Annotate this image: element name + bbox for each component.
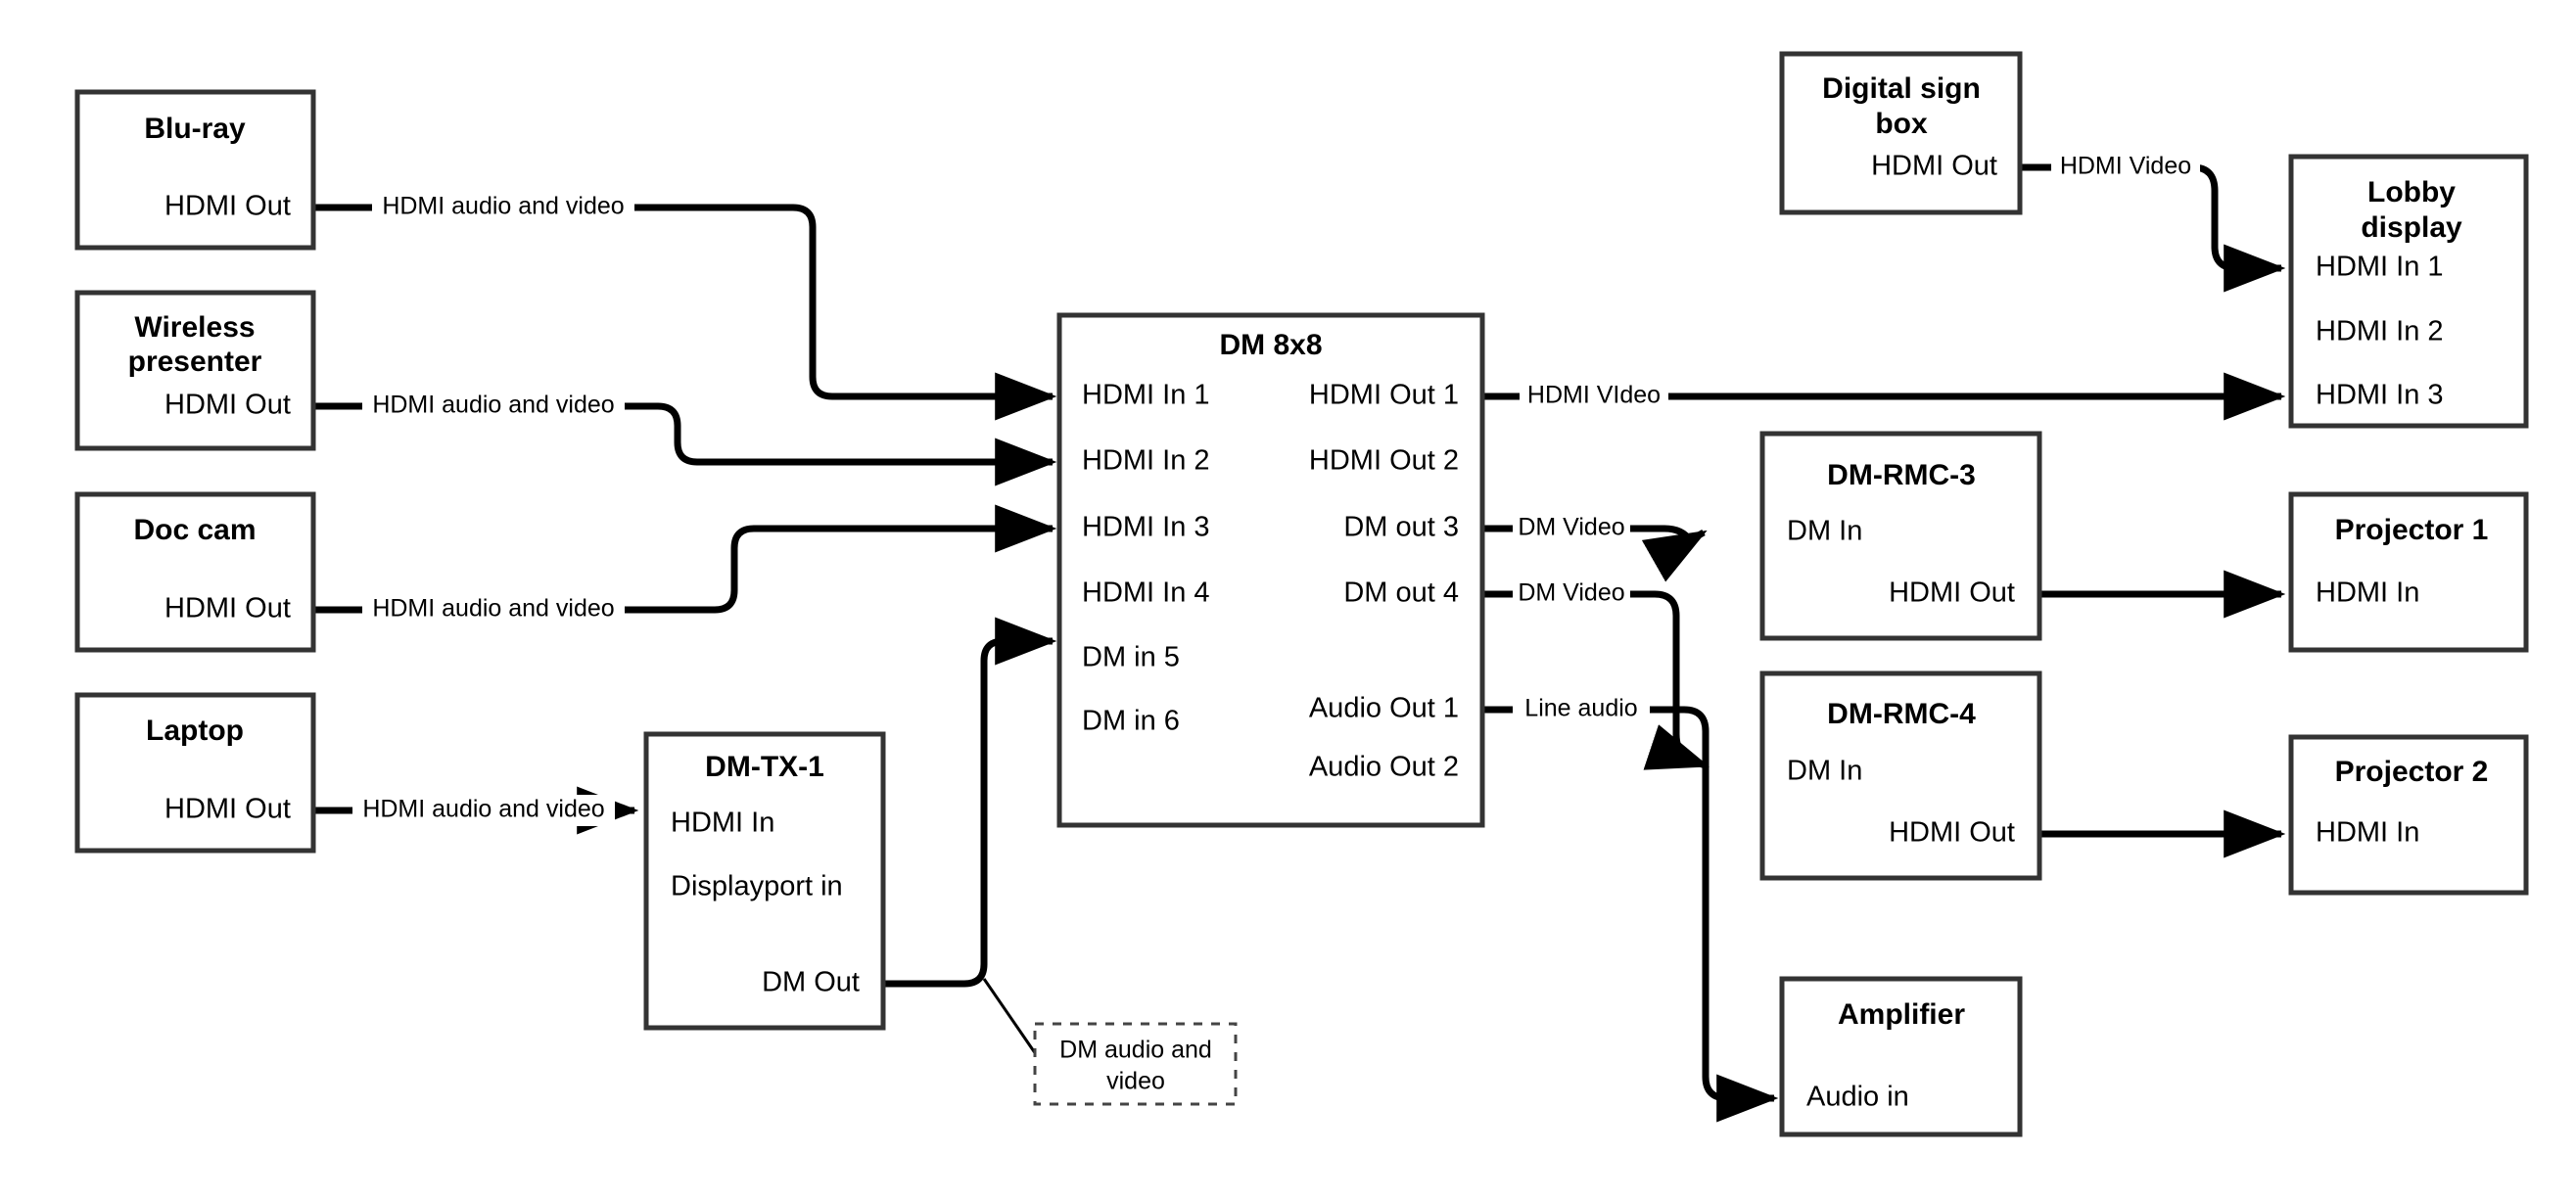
projector-2-title: Projector 2 xyxy=(2335,756,2489,788)
edge-bluray-to-dm8x8: HDMI audio and video xyxy=(313,192,1057,421)
node-lobby-display[interactable]: Lobby display HDMI In 1 HDMI In 2 HDMI I… xyxy=(2288,154,2529,429)
node-dm-8x8[interactable]: DM 8x8 HDMI In 1 HDMI In 2 HDMI In 3 HDM… xyxy=(1056,312,1485,828)
bluray-box[interactable] xyxy=(74,89,316,251)
dm-tx-1-title: DM-TX-1 xyxy=(705,751,824,783)
edge-label-dm-out4: DM Video xyxy=(1518,579,1624,607)
projector-1-box[interactable] xyxy=(2288,491,2529,653)
callout-box xyxy=(1033,1022,1238,1106)
amplifier-port-audio-in: Audio in xyxy=(1806,1082,1909,1113)
dm-rmc-3-box[interactable] xyxy=(1759,431,2042,641)
digital-sign-title-line1: Digital sign xyxy=(1822,72,1981,105)
lobby-display-port-hdmi-in-1: HDMI In 1 xyxy=(2316,252,2444,283)
dm-8x8-output-audio-out-1: Audio Out 1 xyxy=(1309,693,1459,724)
dm-8x8-box[interactable] xyxy=(1056,312,1485,828)
node-amplifier[interactable]: Amplifier Audio in xyxy=(1779,976,2023,1137)
callout-line1: DM audio and xyxy=(1059,1037,1212,1064)
wireless-presenter-box[interactable] xyxy=(74,290,316,451)
edge-label-dm-hdmiout1: HDMI VIdeo xyxy=(1527,382,1661,409)
projector-2-port-hdmi-in: HDMI In xyxy=(2316,817,2419,849)
dm-8x8-title: DM 8x8 xyxy=(1219,329,1322,361)
edge-label-laptop: HDMI audio and video xyxy=(362,796,604,823)
dm-8x8-output-hdmi-out-1: HDMI Out 1 xyxy=(1309,380,1459,411)
node-doc-cam[interactable]: Doc cam HDMI Out xyxy=(74,491,316,653)
edge-label-bluray: HDMI audio and video xyxy=(382,193,624,220)
node-wireless-presenter[interactable]: Wireless presenter HDMI Out xyxy=(74,290,316,451)
callout-line2: video xyxy=(1106,1068,1165,1095)
edge-dm8x8-audioout1-to-amplifier: Line audio xyxy=(1482,694,1779,1123)
dm-8x8-output-audio-out-2: Audio Out 2 xyxy=(1309,752,1459,783)
callout-dm-audio-and-video: DM audio and video xyxy=(1033,1022,1238,1106)
dm-tx-1-port-displayport-in: Displayport in xyxy=(671,871,843,902)
amplifier-title: Amplifier xyxy=(1838,998,1965,1031)
dm-rmc-4-port-dm-in: DM In xyxy=(1787,756,1862,787)
edge-dm8x8-dmout4-to-rmc4: DM Video xyxy=(1482,578,1710,770)
dm-tx-1-port-hdmi-in: HDMI In xyxy=(671,808,774,839)
lobby-display-port-hdmi-in-3: HDMI In 3 xyxy=(2316,380,2444,411)
digital-sign-port-hdmi-out: HDMI Out xyxy=(1871,151,1997,182)
dm-tx-1-box[interactable] xyxy=(643,731,886,1031)
edge-doccam-to-dm8x8: HDMI audio and video xyxy=(313,504,1057,625)
edge-label-doccam: HDMI audio and video xyxy=(372,595,614,623)
amplifier-box[interactable] xyxy=(1779,976,2023,1137)
wireless-presenter-title-line2: presenter xyxy=(128,346,262,378)
node-projector-1[interactable]: Projector 1 HDMI In xyxy=(2288,491,2529,653)
edge-label-wireless: HDMI audio and video xyxy=(372,392,614,419)
node-laptop[interactable]: Laptop HDMI Out xyxy=(74,692,316,854)
edge-dm8x8-hdmiout1-to-lobby: HDMI VIdeo xyxy=(1482,372,2286,421)
bluray-port-hdmi-out: HDMI Out xyxy=(164,191,291,222)
bluray-title: Blu-ray xyxy=(144,113,246,145)
edge-dm8x8-dmout3-to-rmc3: DM Video xyxy=(1482,513,1708,582)
dm-8x8-input-dm-in-5: DM in 5 xyxy=(1082,642,1180,673)
dm-8x8-output-dm-out-3: DM out 3 xyxy=(1343,512,1459,543)
edge-sign-to-lobby: HDMI Video xyxy=(2020,152,2286,293)
laptop-title: Laptop xyxy=(146,715,244,747)
dm-8x8-output-dm-out-4: DM out 4 xyxy=(1343,577,1459,609)
dm-rmc-4-port-hdmi-out: HDMI Out xyxy=(1889,817,2015,849)
node-dm-tx-1[interactable]: DM-TX-1 HDMI In Displayport in DM Out xyxy=(643,731,886,1031)
dm-8x8-input-hdmi-in-4: HDMI In 4 xyxy=(1082,577,1210,609)
doc-cam-port-hdmi-out: HDMI Out xyxy=(164,593,291,624)
node-dm-rmc-4[interactable]: DM-RMC-4 DM In HDMI Out xyxy=(1759,670,2042,881)
dm-tx-1-port-dm-out: DM Out xyxy=(762,967,860,998)
edge-dmtx1-to-dm8x8 xyxy=(883,617,1057,988)
dm-rmc-3-port-hdmi-out: HDMI Out xyxy=(1889,577,2015,609)
lobby-display-port-hdmi-in-2: HDMI In 2 xyxy=(2316,316,2444,347)
node-bluray[interactable]: Blu-ray HDMI Out xyxy=(74,89,316,251)
node-digital-sign-box[interactable]: Digital sign box HDMI Out xyxy=(1779,51,2023,215)
digital-sign-box[interactable] xyxy=(1779,51,2023,215)
wireless-presenter-port-hdmi-out: HDMI Out xyxy=(164,390,291,421)
digital-sign-title-line2: box xyxy=(1875,108,1928,140)
dm-rmc-3-port-dm-in: DM In xyxy=(1787,516,1862,547)
dm-8x8-input-dm-in-6: DM in 6 xyxy=(1082,706,1180,737)
node-projector-2[interactable]: Projector 2 HDMI In xyxy=(2288,734,2529,896)
dm-8x8-input-hdmi-in-2: HDMI In 2 xyxy=(1082,445,1210,477)
callout-leader-line xyxy=(982,978,1040,1058)
wireless-presenter-title-line1: Wireless xyxy=(134,311,255,344)
lobby-display-title-line2: display xyxy=(2361,211,2462,244)
laptop-port-hdmi-out: HDMI Out xyxy=(164,794,291,825)
lobby-display-box[interactable] xyxy=(2288,154,2529,429)
projector-2-box[interactable] xyxy=(2288,734,2529,896)
dm-rmc-3-title: DM-RMC-3 xyxy=(1827,459,1976,491)
dm-rmc-4-title: DM-RMC-4 xyxy=(1827,698,1976,730)
doc-cam-box[interactable] xyxy=(74,491,316,653)
edge-label-line-audio: Line audio xyxy=(1524,695,1637,722)
dm-8x8-input-hdmi-in-3: HDMI In 3 xyxy=(1082,512,1210,543)
edge-wireless-to-dm8x8: HDMI audio and video xyxy=(313,391,1057,486)
doc-cam-title: Doc cam xyxy=(133,514,256,546)
dm-rmc-4-box[interactable] xyxy=(1759,670,2042,881)
dm-8x8-input-hdmi-in-1: HDMI In 1 xyxy=(1082,380,1210,411)
projector-1-port-hdmi-in: HDMI In xyxy=(2316,577,2419,609)
edge-label-dm-out3: DM Video xyxy=(1518,514,1624,541)
node-dm-rmc-3[interactable]: DM-RMC-3 DM In HDMI Out xyxy=(1759,431,2042,641)
lobby-display-title-line1: Lobby xyxy=(2367,176,2456,208)
edge-label-sign-to-lobby: HDMI Video xyxy=(2060,153,2191,180)
projector-1-title: Projector 1 xyxy=(2335,514,2489,546)
laptop-box[interactable] xyxy=(74,692,316,854)
dm-8x8-output-hdmi-out-2: HDMI Out 2 xyxy=(1309,445,1459,477)
edge-laptop-to-dmtx1: HDMI audio and video xyxy=(313,786,639,835)
